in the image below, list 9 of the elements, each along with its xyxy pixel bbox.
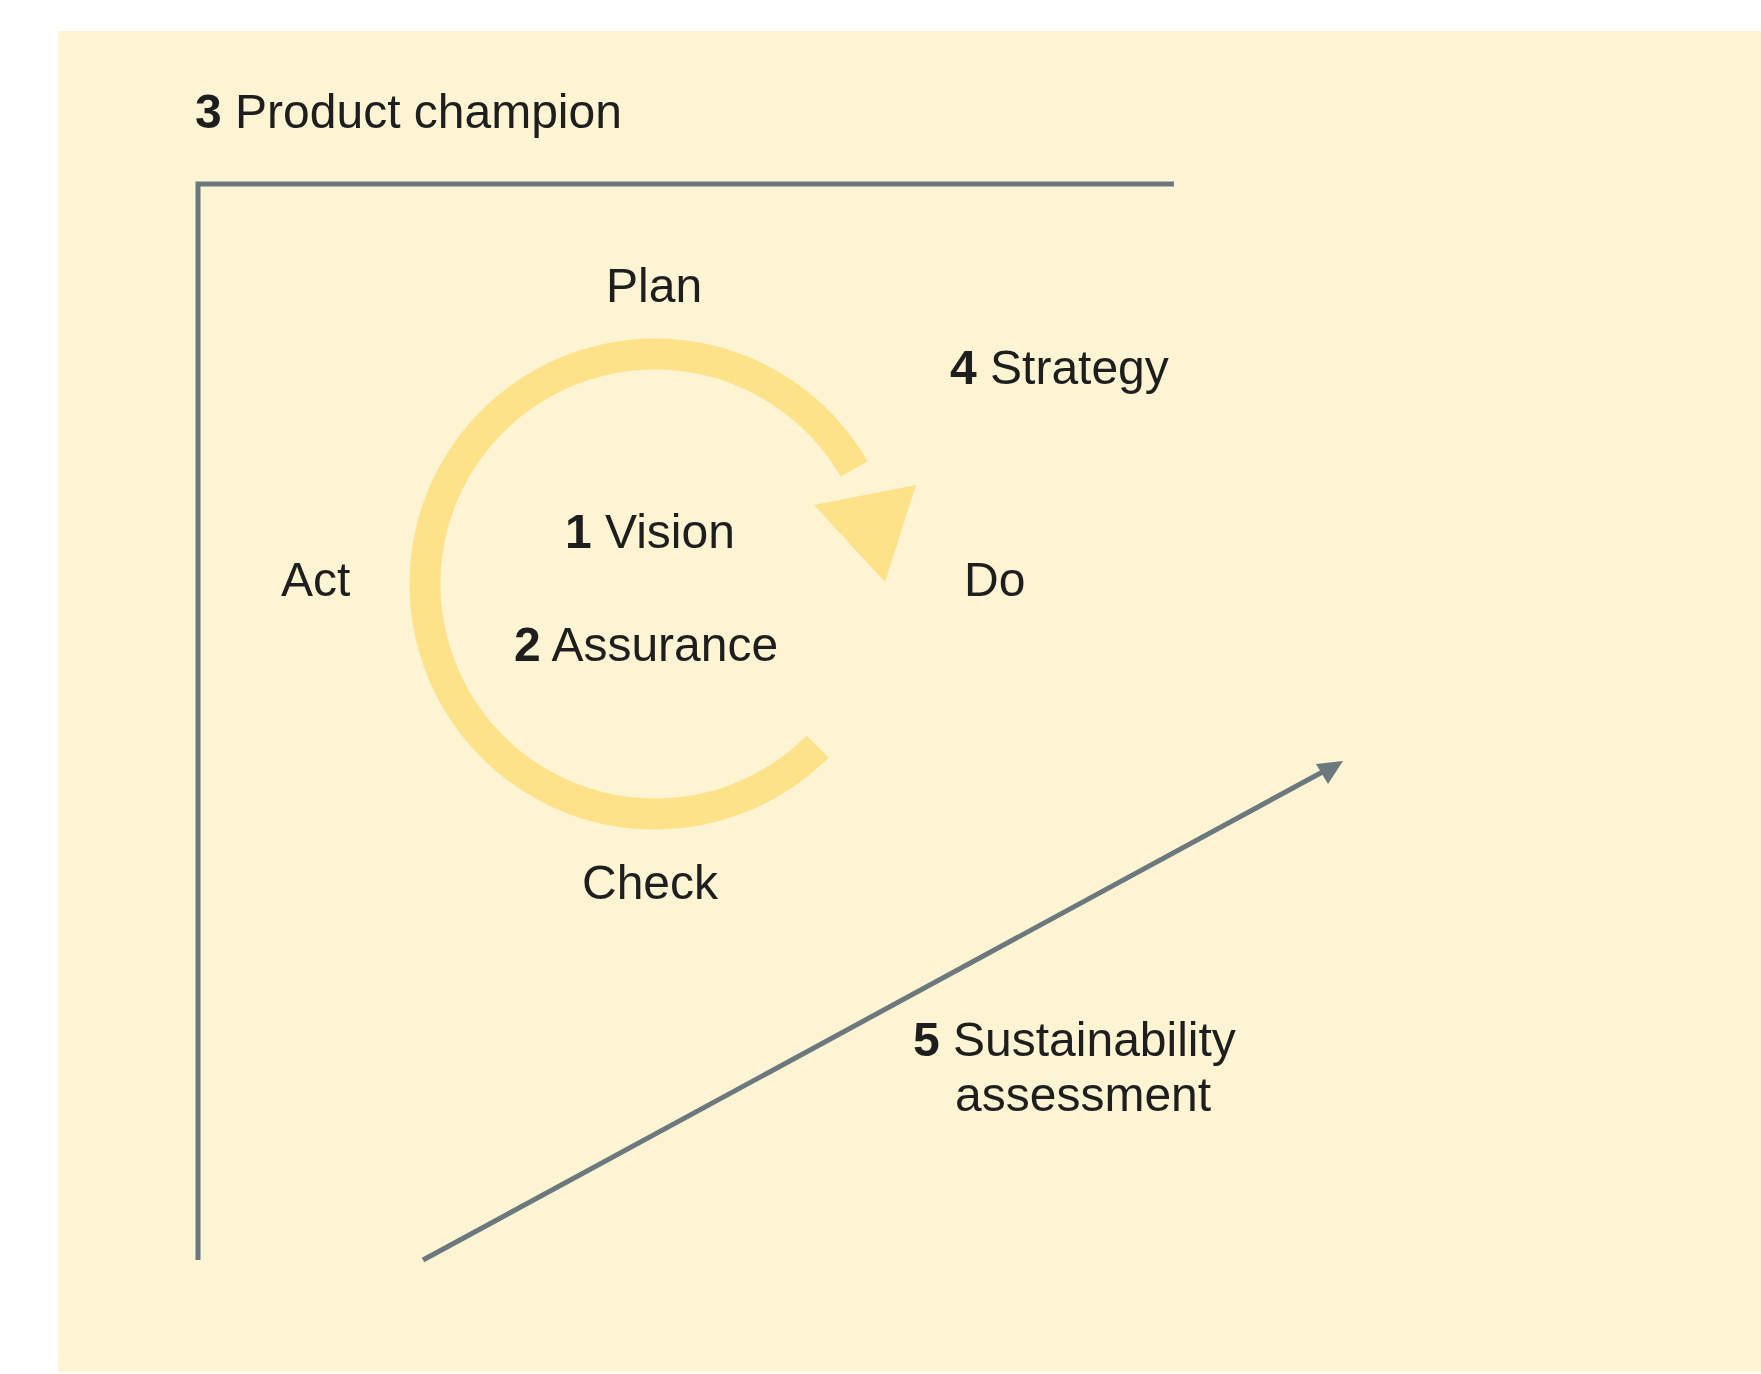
stage-label: Act: [281, 552, 351, 608]
element-label: 1 Vision: [565, 504, 735, 560]
element-label: 2 Assurance: [514, 617, 779, 673]
element-label: 5 Sustainability assessment: [913, 1012, 1237, 1123]
stage-label: Plan: [606, 258, 703, 314]
stage-label: Check: [582, 855, 719, 911]
element-label: 4 Strategy: [950, 340, 1169, 396]
heading: 3 Product champion: [195, 84, 622, 140]
stage-label: Do: [964, 552, 1026, 608]
